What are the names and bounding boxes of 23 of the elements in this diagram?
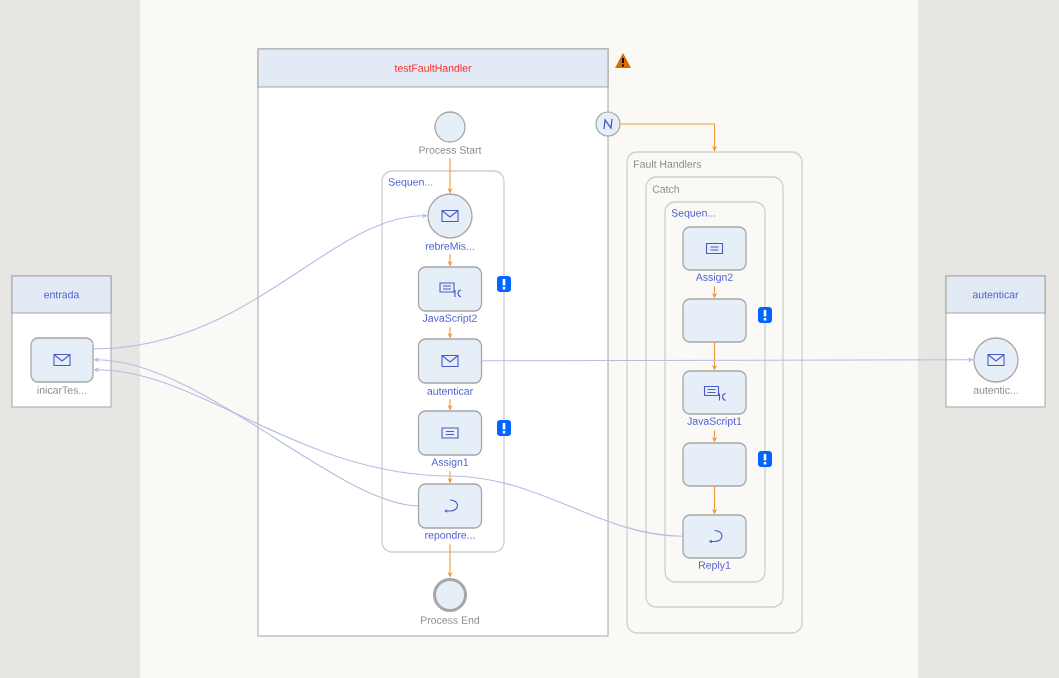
activity-box: Assign1 bbox=[417, 410, 483, 468]
activity-box: Assign2 bbox=[682, 226, 747, 283]
node-label: Reply1 bbox=[699, 561, 731, 571]
node-label: inicarTes... bbox=[37, 386, 87, 394]
node-label: Assign1 bbox=[431, 458, 469, 468]
activity-box: inicarTes... bbox=[30, 337, 94, 394]
activity-box: JavaScript1 bbox=[682, 370, 747, 427]
node-label: autentic... bbox=[973, 386, 1018, 394]
node-label: JavaScript1 bbox=[687, 417, 742, 427]
activity-box bbox=[682, 442, 747, 487]
node-label: Process Start bbox=[419, 146, 482, 154]
activity-box: repondre... bbox=[417, 483, 483, 541]
node-label: Assign2 bbox=[695, 273, 733, 283]
activity-box: autenticar bbox=[417, 338, 483, 395]
activity-box: Reply1 bbox=[682, 514, 747, 571]
node-label: rebreMis... bbox=[425, 242, 474, 250]
node-label: Process End bbox=[421, 616, 480, 624]
activity-box bbox=[682, 298, 747, 343]
fault-handler-circle bbox=[595, 111, 621, 137]
activity-box: JavaScript2 bbox=[417, 266, 483, 324]
node-label: JavaScript2 bbox=[422, 314, 477, 324]
node-label: autenticar bbox=[427, 387, 473, 395]
node-label: repondre... bbox=[425, 531, 475, 541]
